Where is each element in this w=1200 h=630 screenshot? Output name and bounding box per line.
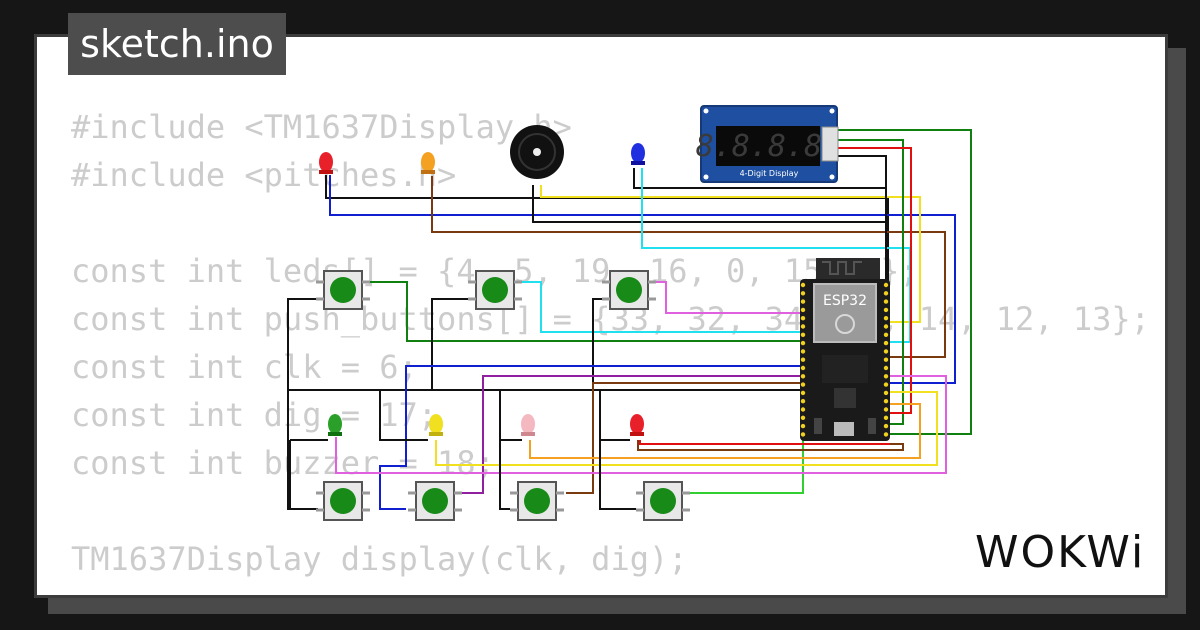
esp32-pin[interactable]	[883, 340, 889, 346]
wire	[329, 175, 956, 384]
wire	[838, 155, 887, 275]
code-line: const int buzzer = 18;	[71, 444, 495, 482]
wire	[838, 139, 904, 425]
wire	[650, 281, 802, 314]
esp32-pin[interactable]	[800, 340, 806, 346]
led-pink[interactable]	[521, 414, 535, 436]
esp32-pin[interactable]	[800, 357, 806, 362]
esp32-pins	[800, 282, 889, 437]
led-green[interactable]	[328, 414, 342, 436]
push-button[interactable]	[602, 270, 656, 310]
wire	[287, 390, 318, 510]
code-line: const int clk = 6;	[71, 348, 418, 386]
wire	[838, 147, 912, 414]
push-button[interactable]	[408, 481, 462, 521]
led-orange[interactable]	[421, 152, 435, 174]
esp32-board[interactable]: ESP32	[800, 258, 890, 441]
esp32-pin[interactable]	[800, 399, 806, 404]
wire	[637, 440, 904, 451]
esp32-pin[interactable]	[883, 357, 889, 362]
wire	[529, 403, 921, 459]
esp32-pin[interactable]	[883, 324, 889, 329]
esp32-pin[interactable]	[800, 365, 806, 371]
esp32-pin[interactable]	[883, 390, 889, 396]
preview-card: #include <TM1637Display.h>#include <pitc…	[34, 34, 1168, 598]
esp32-pin[interactable]	[883, 316, 889, 321]
wires	[287, 129, 972, 510]
esp32-pin[interactable]	[883, 332, 889, 337]
wokwi-logo: WOKWi	[975, 527, 1146, 578]
esp32-pin[interactable]	[800, 324, 806, 329]
esp32-pin[interactable]	[883, 374, 889, 379]
wire	[368, 281, 802, 342]
wire	[287, 298, 802, 391]
led-blue[interactable]	[631, 143, 645, 165]
wire	[431, 298, 471, 390]
wire	[435, 391, 938, 466]
code-line: const int dig = 17;	[71, 396, 438, 434]
esp32-pin[interactable]	[800, 349, 806, 354]
code-line: TM1637Display display(clk, dig);	[71, 540, 688, 578]
push-button[interactable]	[636, 481, 690, 521]
led-yellow[interactable]	[429, 414, 443, 436]
esp32-pin[interactable]	[883, 399, 889, 404]
wire	[639, 440, 890, 445]
esp32-pin[interactable]	[800, 282, 806, 288]
wire	[431, 176, 946, 358]
esp32-pin[interactable]	[800, 382, 806, 387]
esp32-pin[interactable]	[800, 299, 806, 304]
esp32-pin[interactable]	[883, 307, 889, 313]
esp32-pin[interactable]	[800, 423, 806, 429]
esp32-pin[interactable]	[883, 299, 889, 304]
board-label: ESP32	[823, 293, 867, 309]
esp32-pin[interactable]	[883, 415, 889, 420]
wire	[838, 129, 972, 435]
push-button[interactable]	[316, 481, 370, 521]
file-tab[interactable]: sketch.ino	[68, 13, 286, 75]
esp32-pin[interactable]	[883, 291, 889, 296]
wire	[686, 440, 804, 494]
buzzer[interactable]	[510, 125, 564, 179]
esp32-pin[interactable]	[800, 390, 806, 396]
led-red-2[interactable]	[630, 414, 644, 436]
esp32-pin[interactable]	[883, 365, 889, 371]
wire	[499, 439, 522, 510]
display-digits: 8.8.8.8.	[696, 129, 841, 164]
esp32-pin[interactable]	[800, 291, 806, 296]
esp32-pin[interactable]	[883, 282, 889, 288]
push-button[interactable]	[468, 270, 522, 310]
wire	[532, 185, 888, 223]
esp32-pin[interactable]	[883, 407, 889, 412]
wire	[379, 365, 802, 510]
esp32-pin[interactable]	[800, 316, 806, 321]
esp32-pin[interactable]	[800, 432, 806, 437]
esp32-pin[interactable]	[800, 407, 806, 412]
esp32-pin[interactable]	[800, 307, 806, 313]
wire	[516, 281, 802, 333]
esp32-pin[interactable]	[800, 415, 806, 420]
push-button[interactable]	[316, 270, 370, 310]
esp32-pin[interactable]	[883, 432, 889, 437]
code-background: #include <TM1637Display.h>#include <pitc…	[71, 103, 1150, 583]
esp32-pin[interactable]	[883, 349, 889, 354]
wire	[379, 390, 428, 441]
led-red[interactable]	[319, 152, 333, 174]
esp32-pin[interactable]	[800, 374, 806, 379]
tm1637-display[interactable]: 8.8.8.8. 4-Digit Display	[696, 105, 841, 183]
esp32-pin[interactable]	[800, 332, 806, 337]
esp32-pin[interactable]	[883, 423, 889, 429]
display-label: 4-Digit Display	[740, 169, 799, 178]
wire	[592, 298, 606, 390]
wire	[462, 375, 802, 494]
wire	[599, 439, 636, 510]
esp32-pin[interactable]	[883, 382, 889, 387]
wire	[566, 382, 802, 494]
code-line: #include <pitches.h>	[71, 156, 457, 194]
push-button[interactable]	[510, 481, 564, 521]
wire	[335, 375, 947, 474]
